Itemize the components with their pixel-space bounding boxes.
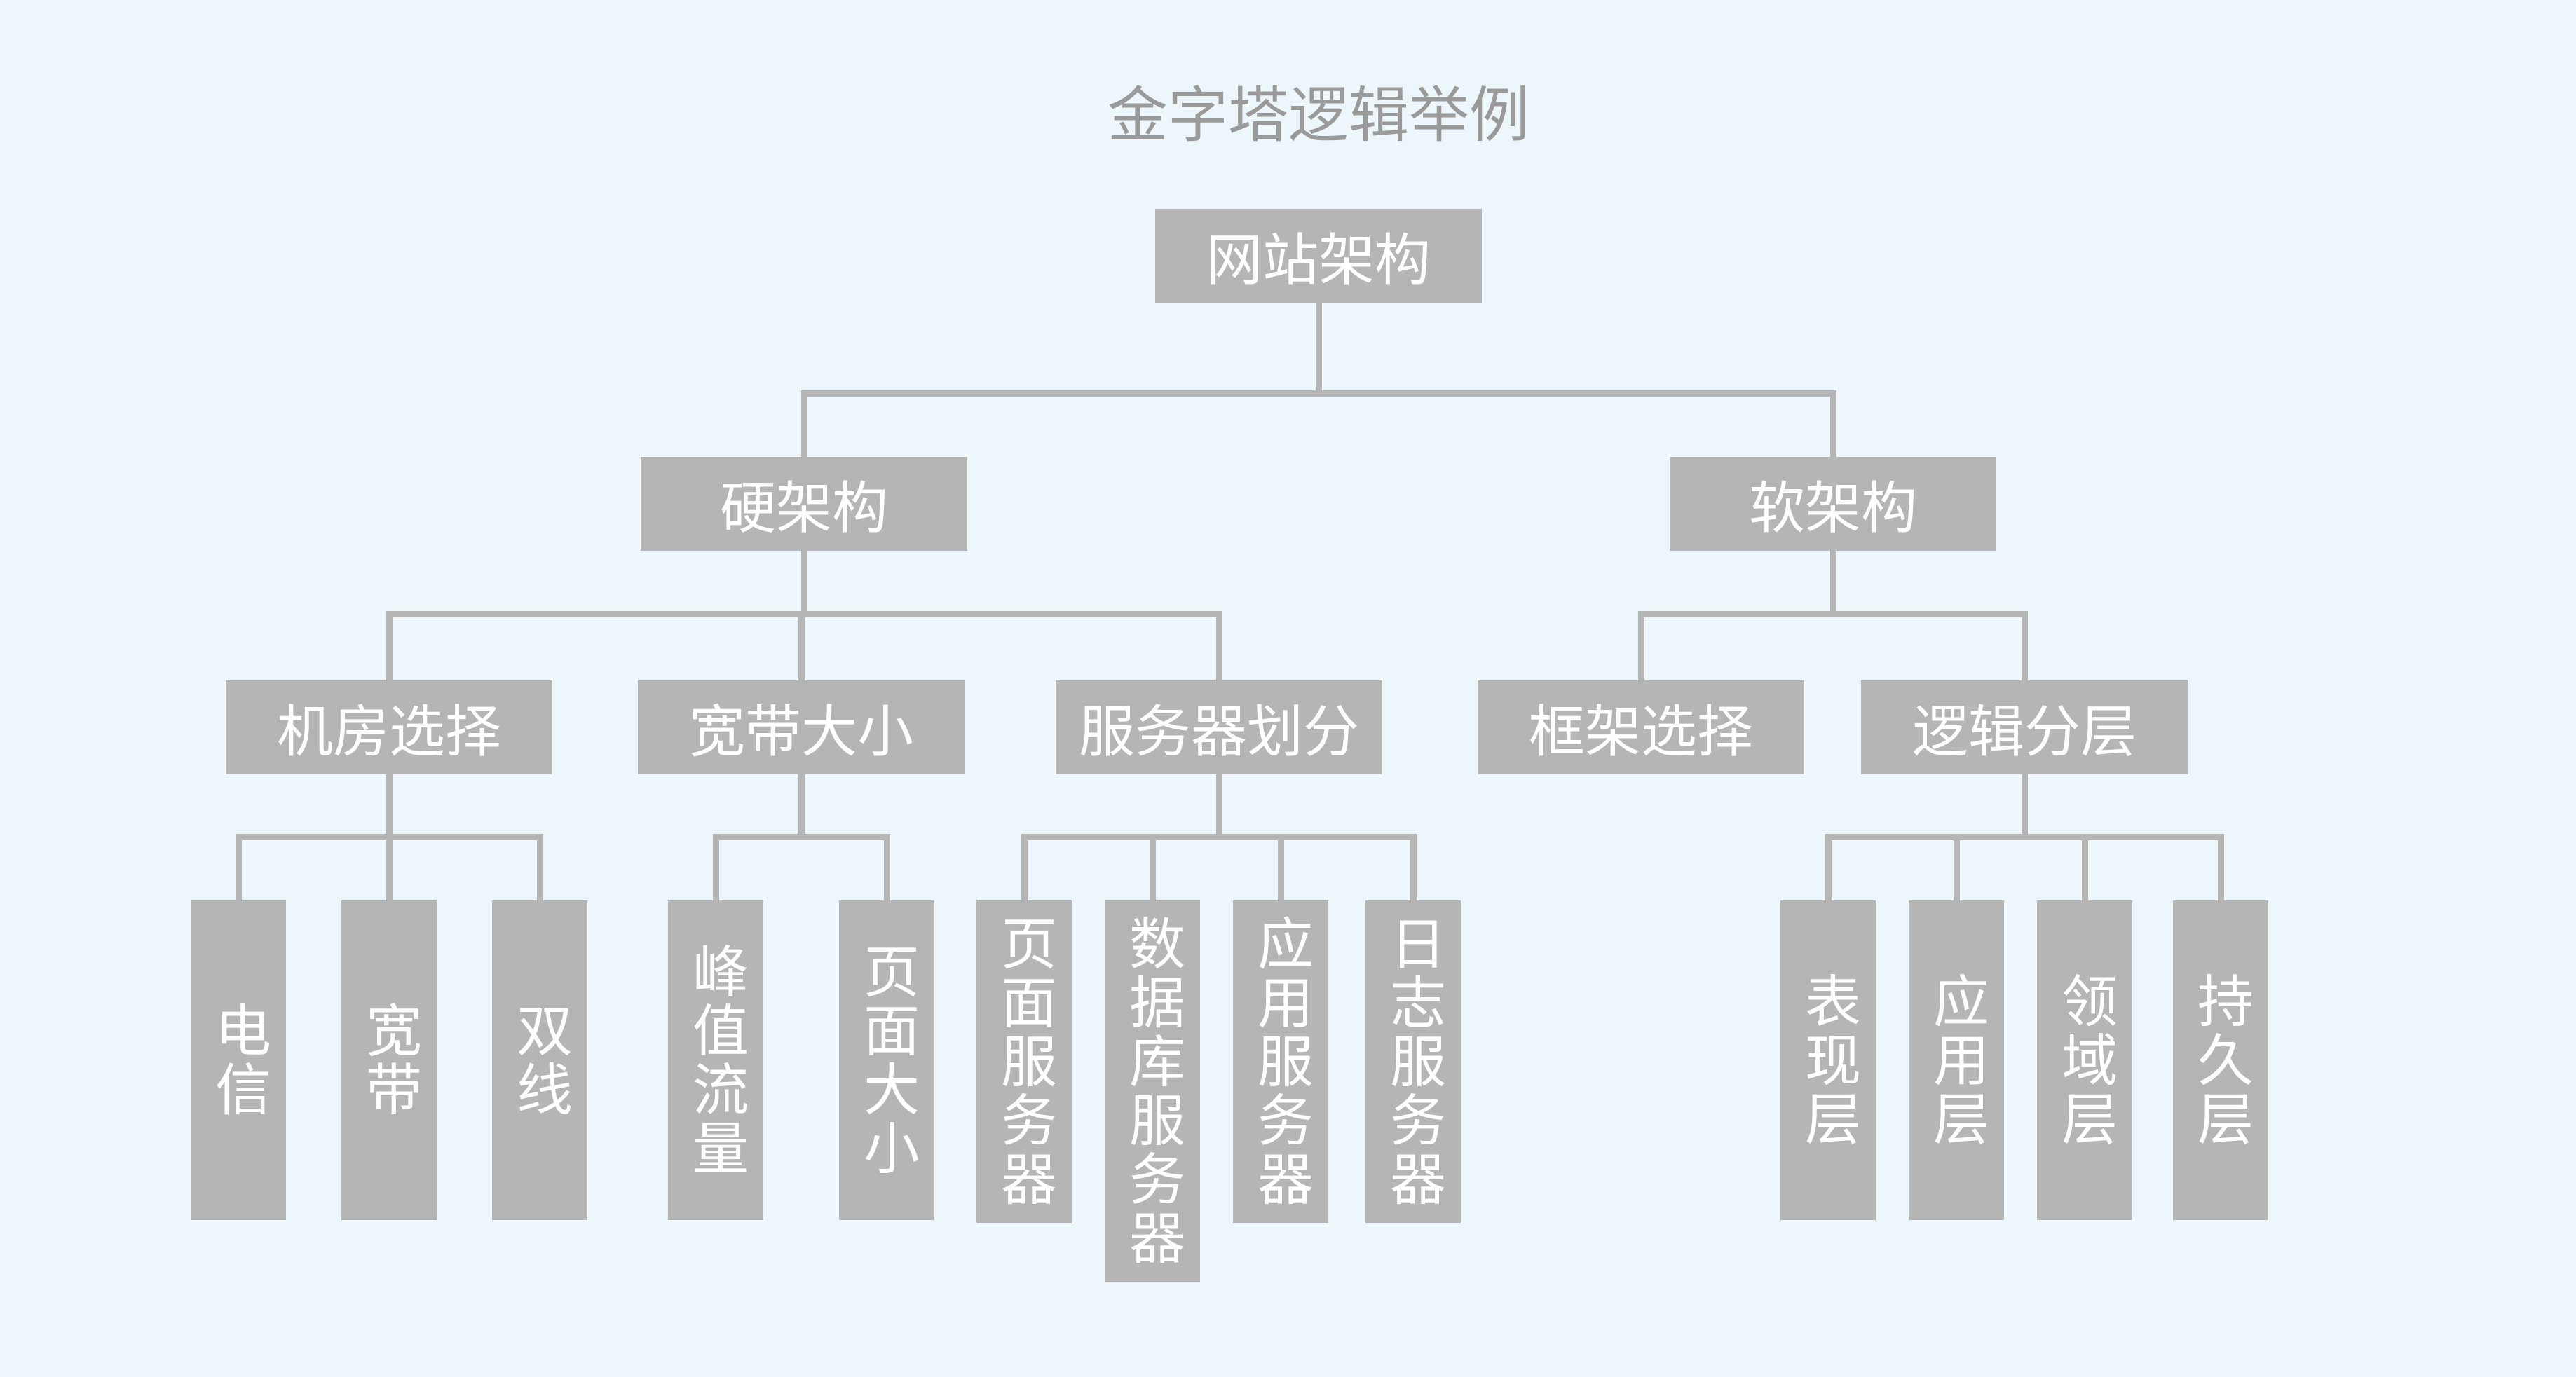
- connector-line: [801, 390, 807, 457]
- node-domain-layer: 领域层: [2037, 900, 2132, 1220]
- connector-line: [1825, 834, 1832, 900]
- connector-line: [386, 611, 393, 680]
- node-application-server: 应用服务器: [1233, 900, 1328, 1223]
- connector-line: [1638, 611, 2028, 617]
- node-peak-traffic: 峰值流量: [668, 900, 763, 1220]
- node-label: 机房选择: [277, 701, 501, 763]
- node-label: 峰值流量: [685, 943, 747, 1178]
- connector-line: [1216, 611, 1222, 680]
- node-hardware-architecture: 硬架构: [641, 457, 967, 551]
- node-framework-selection: 框架选择: [1478, 680, 1804, 774]
- diagram-title: 金字塔逻辑举例: [1108, 82, 1529, 149]
- node-label: 框架选择: [1529, 701, 1753, 763]
- node-label: 持久层: [2190, 972, 2252, 1149]
- connector-line: [1410, 834, 1417, 900]
- node-page-server: 页面服务器: [976, 900, 1072, 1223]
- connector-line: [236, 834, 242, 900]
- node-persistence-layer: 持久层: [2173, 900, 2268, 1220]
- node-logic-layering: 逻辑分层: [1861, 680, 2188, 774]
- node-log-server: 日志服务器: [1365, 900, 1461, 1223]
- connector-line: [2022, 611, 2028, 680]
- node-label: 硬架构: [720, 477, 888, 540]
- connector-line: [1150, 834, 1156, 900]
- node-label: 应用服务器: [1250, 914, 1312, 1209]
- connector-line: [798, 611, 805, 680]
- connector-line: [1021, 834, 1028, 900]
- node-label: 领域层: [2054, 972, 2116, 1149]
- node-label: 页面大小: [856, 943, 918, 1178]
- node-label: 电信: [207, 1001, 270, 1119]
- connector-line: [1954, 834, 1960, 900]
- node-label: 软架构: [1749, 477, 1917, 540]
- connector-line: [713, 834, 719, 900]
- node-application-layer: 应用层: [1909, 900, 2004, 1220]
- connector-line: [1825, 834, 2224, 840]
- node-website-architecture: 网站架构: [1155, 209, 1482, 303]
- node-telecom: 电信: [191, 900, 286, 1220]
- node-presentation-layer: 表现层: [1780, 900, 1876, 1220]
- connector-line: [2082, 834, 2088, 900]
- node-label: 网站架构: [1206, 229, 1431, 292]
- node-label: 宽带: [358, 1001, 421, 1119]
- node-label: 应用层: [1926, 972, 1988, 1149]
- node-label: 表现层: [1797, 972, 1860, 1149]
- connector-line: [801, 551, 807, 617]
- connector-line: [2218, 834, 2224, 900]
- connector-line: [386, 774, 393, 840]
- node-dual-line: 双线: [492, 900, 587, 1220]
- connector-line: [713, 834, 890, 840]
- node-label: 服务器划分: [1079, 701, 1359, 763]
- node-label: 双线: [509, 1001, 571, 1119]
- connector-line: [801, 390, 1836, 397]
- node-page-size: 页面大小: [839, 900, 934, 1220]
- node-label: 页面服务器: [993, 914, 1056, 1209]
- connector-line: [884, 834, 890, 900]
- connector-line: [2022, 774, 2028, 840]
- connector-line: [1830, 390, 1836, 457]
- node-label: 逻辑分层: [1912, 701, 2137, 763]
- connector-line: [1021, 834, 1417, 840]
- node-server-division: 服务器划分: [1056, 680, 1382, 774]
- connector-line: [1638, 611, 1644, 680]
- node-label: 宽带大小: [689, 701, 913, 763]
- node-bandwidth-size: 宽带大小: [638, 680, 965, 774]
- node-software-architecture: 软架构: [1670, 457, 1996, 551]
- connector-line: [1278, 834, 1284, 900]
- node-server-room-selection: 机房选择: [226, 680, 552, 774]
- connector-line: [798, 774, 805, 840]
- connector-line: [1830, 551, 1836, 617]
- connector-line: [1216, 774, 1222, 840]
- node-broadband: 宽带: [341, 900, 437, 1220]
- connector-line: [386, 834, 393, 900]
- connector-line: [1316, 303, 1322, 397]
- node-database-server: 数据库服务器: [1105, 900, 1200, 1282]
- connector-line: [537, 834, 543, 900]
- node-label: 日志服务器: [1382, 914, 1445, 1209]
- node-label: 数据库服务器: [1122, 914, 1184, 1268]
